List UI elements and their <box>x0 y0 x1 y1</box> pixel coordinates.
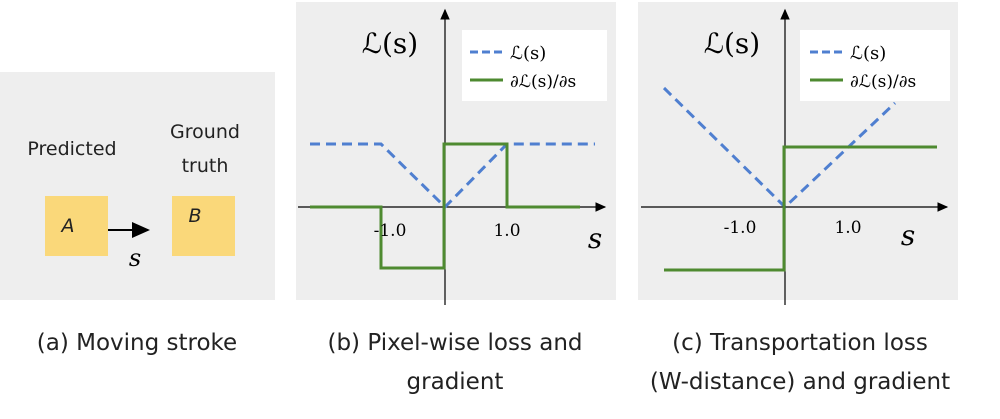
x-label: s <box>901 219 915 252</box>
caption-a: (a) Moving stroke <box>37 330 237 356</box>
legend-loss-label: ℒ(s) <box>510 43 546 64</box>
caption-b-line1: (b) Pixel-wise loss and <box>327 330 582 356</box>
tick-pos: 1.0 <box>493 221 520 241</box>
panel-a-bg <box>0 72 275 300</box>
tick-pos: 1.0 <box>834 218 861 238</box>
tick-neg: -1.0 <box>724 218 757 238</box>
box-b <box>172 196 235 256</box>
gradient-line <box>664 145 937 272</box>
caption-c-line2: (W-distance) and gradient <box>650 369 950 395</box>
legend-grad-label: ∂ℒ(s)/∂s <box>510 72 576 92</box>
box-b-label: B <box>188 205 201 227</box>
legend-loss-label: ℒ(s) <box>850 43 886 64</box>
shift-label: s <box>129 244 141 272</box>
x-label: s <box>588 222 602 255</box>
y-label: ℒ(s) <box>704 27 760 60</box>
panel-c: ℒ(s) -1.0 1.0 s ℒ(s) ∂ℒ(s)/∂s <box>638 2 958 305</box>
ground-label: Ground <box>170 121 240 143</box>
box-a-label: A <box>60 215 75 237</box>
panel-b: ℒ(s) -1.0 1.0 s ℒ(s) ∂ℒ(s)/∂s <box>296 2 616 305</box>
y-label: ℒ(s) <box>362 27 418 60</box>
gradient-line <box>310 142 580 270</box>
caption-b-line2: gradient <box>407 369 504 395</box>
caption-c-line1: (c) Transportation loss <box>672 330 928 356</box>
box-a <box>45 196 108 256</box>
legend <box>800 30 950 101</box>
truth-label: truth <box>182 155 229 177</box>
predicted-label: Predicted <box>27 138 116 160</box>
tick-neg: -1.0 <box>374 221 407 241</box>
legend <box>462 30 607 101</box>
panel-a: Predicted Ground truth A B s <box>0 72 275 300</box>
legend-grad-label: ∂ℒ(s)/∂s <box>850 72 916 92</box>
